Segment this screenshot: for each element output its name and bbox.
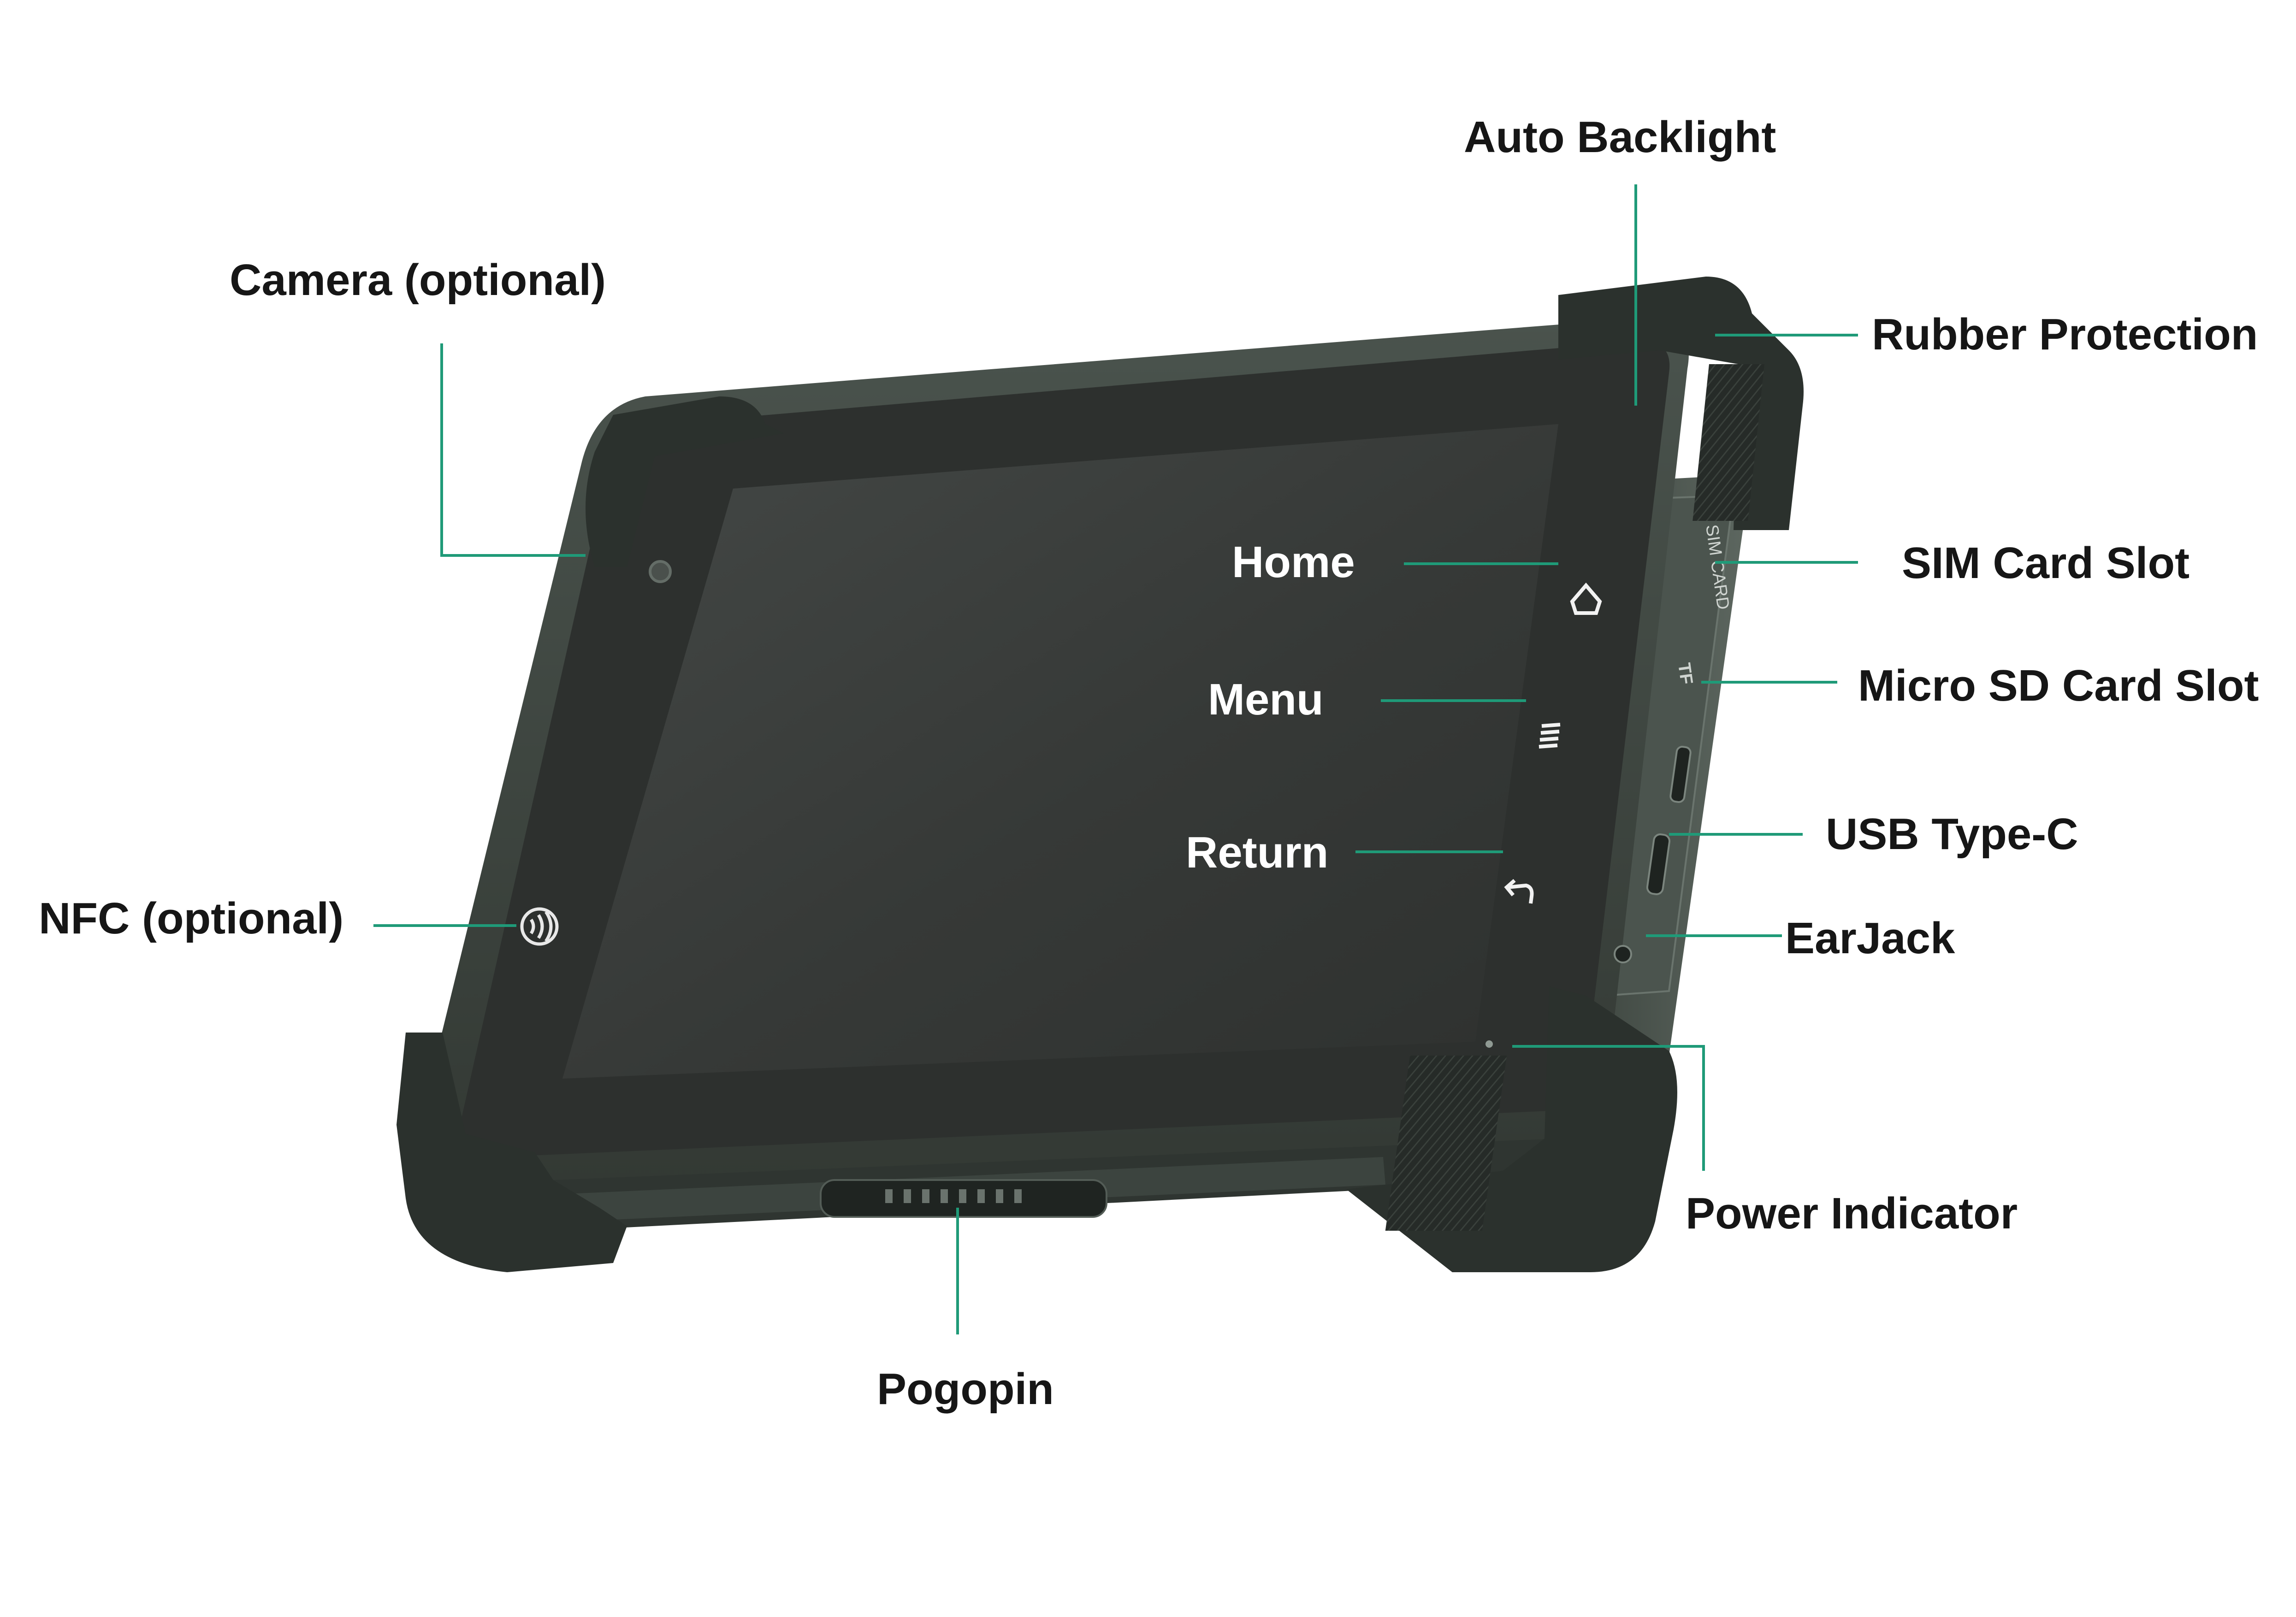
pogopin-pins bbox=[885, 1189, 1022, 1203]
bumper-bottom-left bbox=[396, 1033, 627, 1272]
label-earjack: EarJack bbox=[1785, 914, 1955, 963]
bumper-bottom-right-grip bbox=[1385, 1056, 1507, 1231]
camera-lens-icon bbox=[649, 560, 672, 583]
usb-port bbox=[1646, 833, 1671, 895]
label-micro-sd-card-slot: Micro SD Card Slot bbox=[1858, 661, 2259, 710]
label-nfc: NFC (optional) bbox=[39, 894, 344, 943]
label-sim-card-slot: SIM Card Slot bbox=[1902, 538, 2190, 588]
label-rubber-protection: Rubber Protection bbox=[1872, 310, 2258, 359]
label-home: Home bbox=[1232, 537, 1355, 587]
leader-power bbox=[1512, 1045, 1705, 1171]
earjack-port bbox=[1614, 945, 1632, 963]
label-camera: Camera (optional) bbox=[230, 255, 606, 305]
bumper-top-right-grip bbox=[1692, 364, 1764, 521]
label-return: Return bbox=[1186, 828, 1329, 877]
label-power-indicator: Power Indicator bbox=[1686, 1189, 2018, 1238]
label-auto-backlight: Auto Backlight bbox=[1464, 112, 1776, 162]
home-icon bbox=[1570, 582, 1602, 615]
leader-lines bbox=[373, 184, 1858, 1334]
label-menu: Menu bbox=[1208, 675, 1324, 724]
sd-slot bbox=[1669, 746, 1692, 803]
label-pogopin: Pogopin bbox=[877, 1364, 1054, 1414]
power-indicator-led bbox=[1485, 1040, 1493, 1048]
label-usb-type-c: USB Type-C bbox=[1826, 809, 2078, 859]
screen-display bbox=[562, 424, 1558, 1079]
menu-icon bbox=[1539, 723, 1561, 749]
nfc-icon bbox=[520, 907, 559, 946]
bumper-top-left bbox=[586, 396, 784, 567]
leader-camera bbox=[440, 343, 586, 557]
sd-panel-text: TF bbox=[1674, 661, 1696, 685]
return-icon bbox=[1504, 879, 1534, 904]
